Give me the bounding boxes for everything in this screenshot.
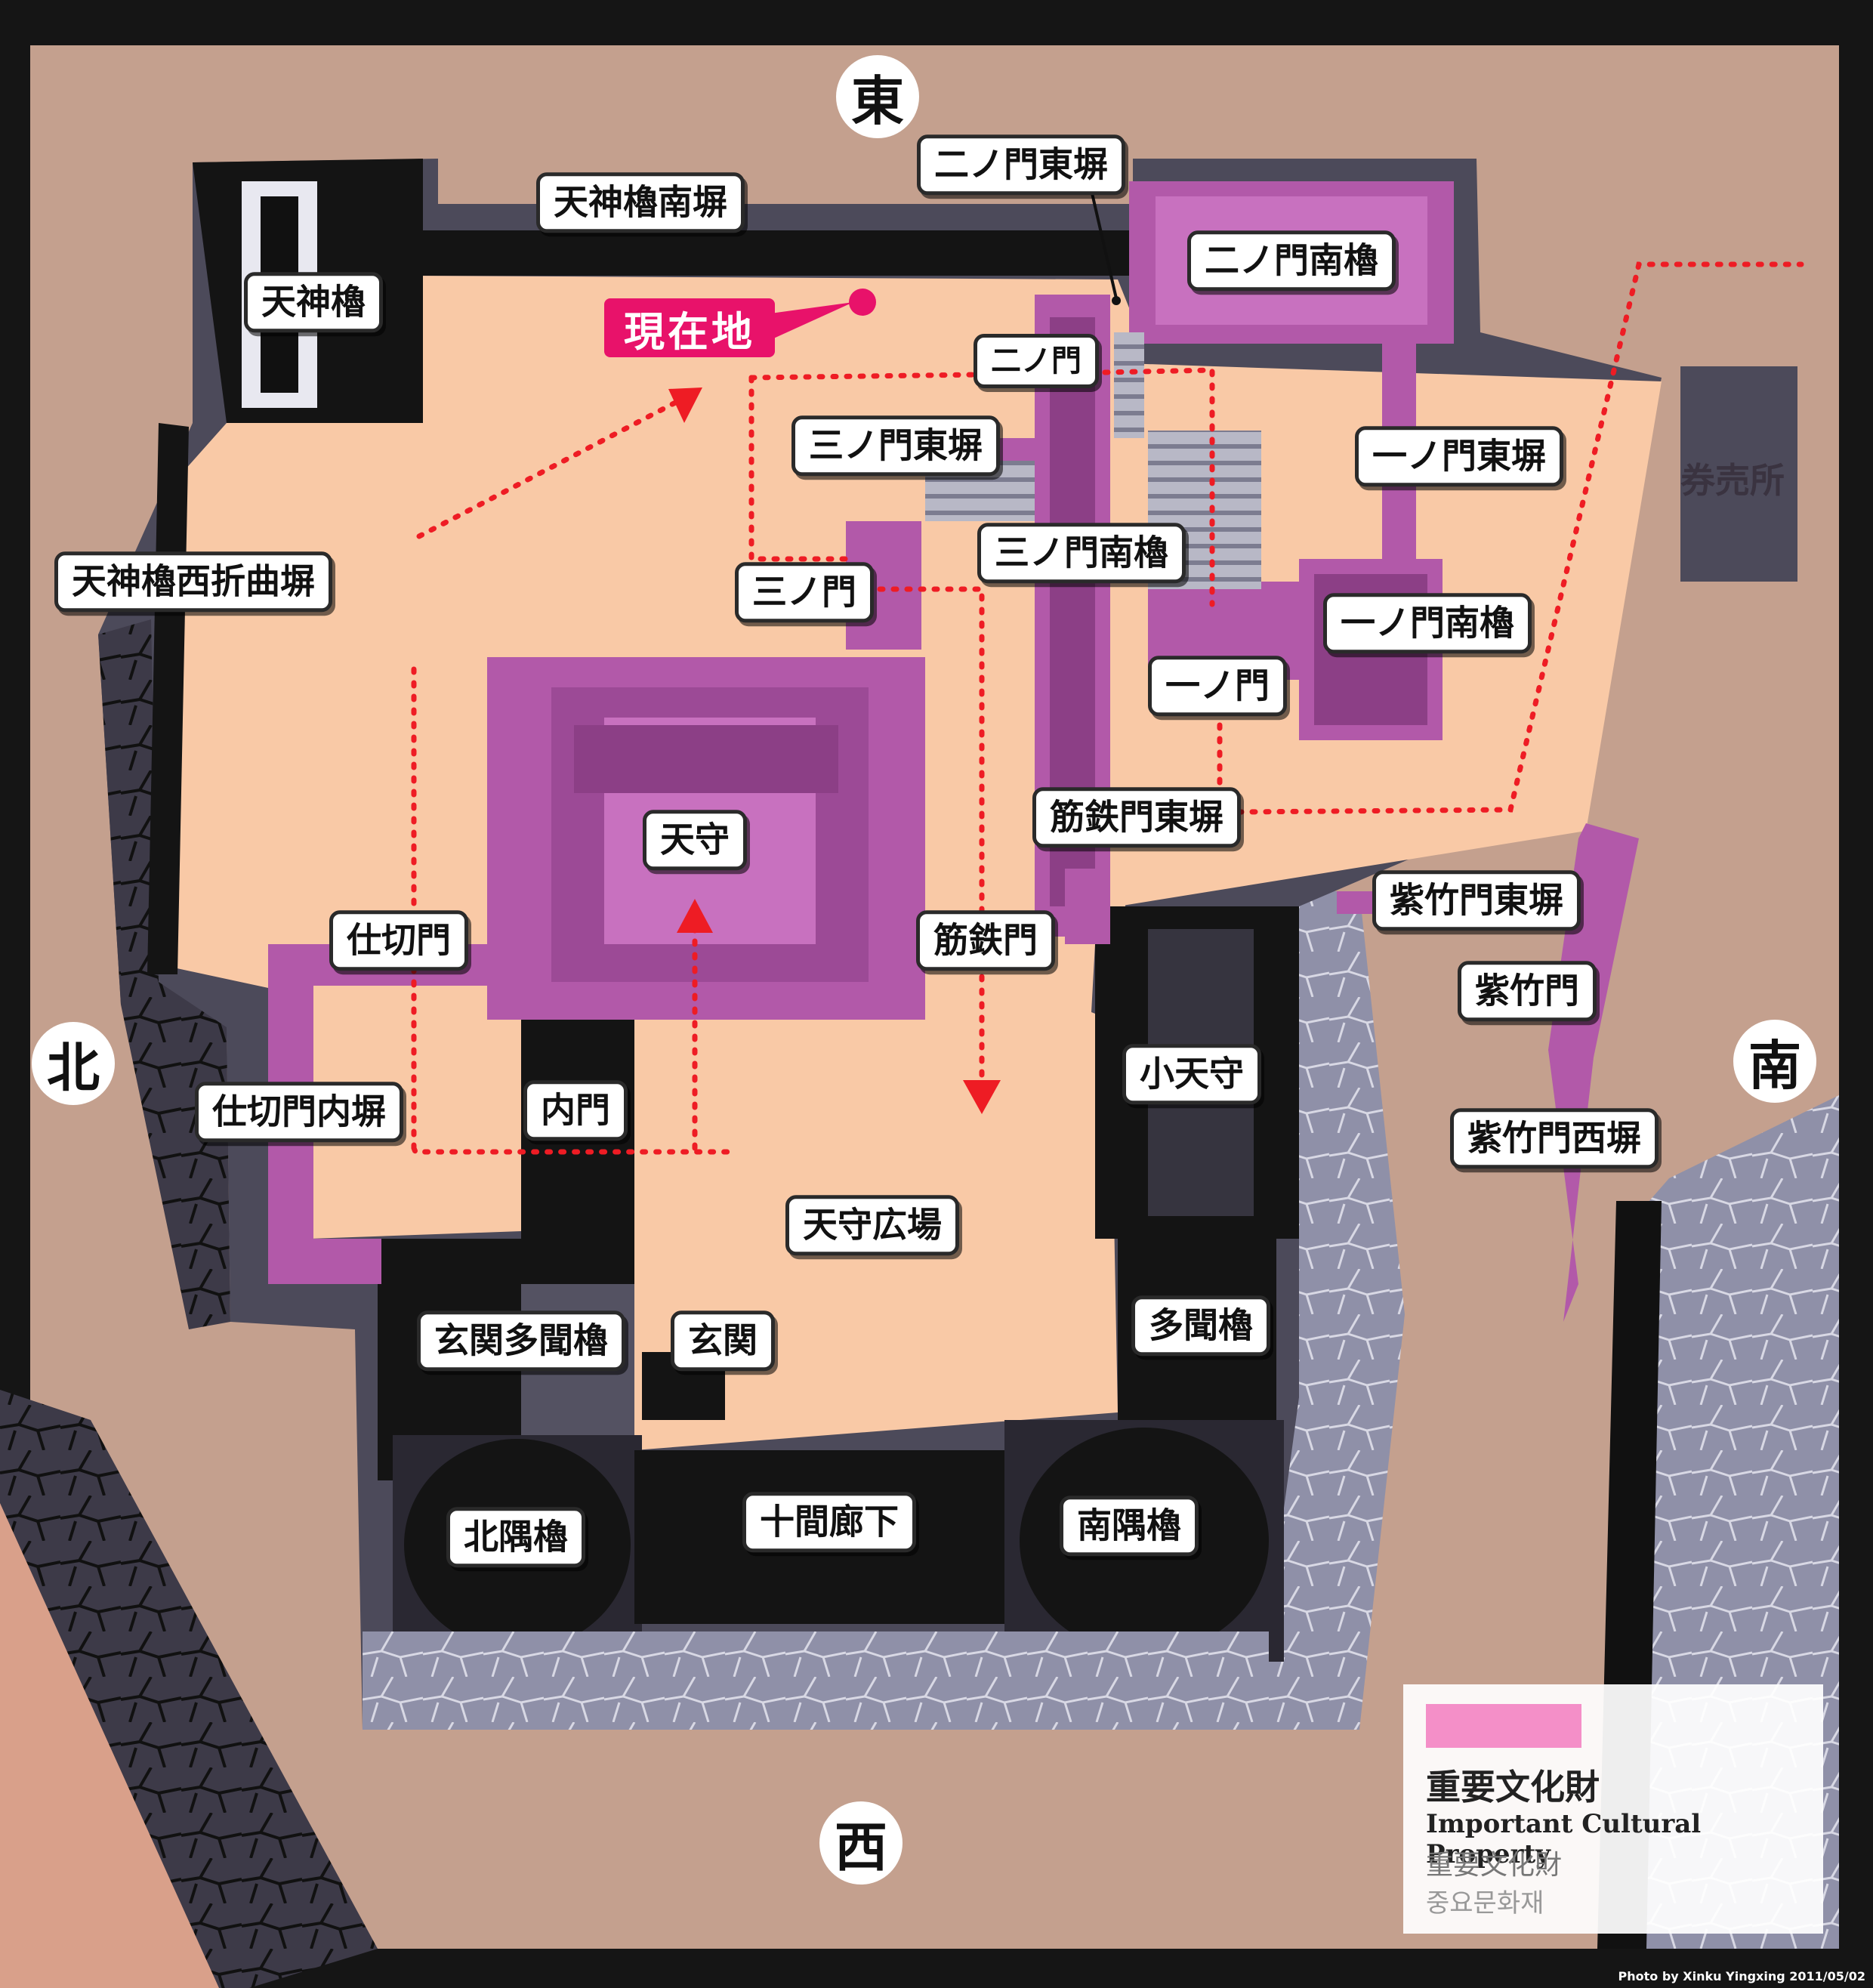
label-shikiri-mon-uchi-hei[interactable]: 仕切門内塀 xyxy=(195,1082,403,1142)
north-wall-top xyxy=(408,230,1133,276)
label-sannomon-higashi-hei[interactable]: 三ノ門東塀 xyxy=(791,415,1000,476)
label-minami-sumi-yagura[interactable]: 南隅櫓 xyxy=(1060,1496,1199,1556)
south-stone-base xyxy=(363,1631,1269,1730)
photo-credit: Photo by Xinku Yingxing 2011/05/02 xyxy=(1618,1969,1865,1983)
label-sujigane-mon[interactable]: 筋鉄門 xyxy=(916,910,1055,971)
here-dot xyxy=(849,289,876,316)
tenshu-dark-band xyxy=(574,725,838,793)
label-shitake-mon-higashi-hei[interactable]: 紫竹門東塀 xyxy=(1372,870,1581,931)
shitake-mon-wall xyxy=(1548,823,1639,1322)
compass-north: 北 xyxy=(32,1022,115,1105)
label-tenjin-yagura[interactable]: 天神櫓 xyxy=(244,272,383,332)
label-shikiri-mon[interactable]: 仕切門 xyxy=(329,910,468,971)
label-tenjin-yagura-minami-hei[interactable]: 天神櫓南塀 xyxy=(536,172,745,233)
shikiri-mon-south-wall xyxy=(268,1239,381,1284)
compass-west: 西 xyxy=(819,1801,903,1885)
sujigane-gate-wall xyxy=(1065,869,1110,944)
label-ninomon[interactable]: 二ノ門 xyxy=(974,334,1099,388)
compass-south: 南 xyxy=(1733,1020,1816,1103)
label-tenshu[interactable]: 天守 xyxy=(643,810,747,870)
inner-gate-wall xyxy=(521,1020,634,1276)
shikiri-courtyard xyxy=(302,967,521,1239)
label-ko-tenshu[interactable]: 小天守 xyxy=(1122,1044,1261,1104)
label-sannomon-minami-yagura[interactable]: 三ノ門南櫓 xyxy=(977,523,1186,583)
legend-label-ja: 重要文化財 xyxy=(1426,1767,1600,1807)
north-stone-face xyxy=(98,619,230,1329)
ticket-office-block xyxy=(1680,366,1797,582)
here-pointer xyxy=(770,302,853,340)
stairs-ninomon-upper xyxy=(1114,332,1144,438)
label-shitake-mon-nishi-hei[interactable]: 紫竹門西塀 xyxy=(1450,1108,1659,1168)
compass-east: 東 xyxy=(836,55,919,138)
legend-label-en: Important Cultural Property xyxy=(1426,1809,1702,1869)
top-dark-band xyxy=(0,0,1873,45)
legend-label-ko: 중요문화재 xyxy=(1426,1888,1544,1919)
label-shitake-mon[interactable]: 紫竹門 xyxy=(1458,961,1597,1021)
legend-label-zh: 重要文化財 xyxy=(1426,1850,1563,1881)
label-genkan[interactable]: 玄関 xyxy=(671,1310,775,1371)
legend-swatch xyxy=(1426,1704,1581,1748)
route-arrow-2 xyxy=(677,899,713,933)
label-sujigane-mon-higashi-hei[interactable]: 筋鉄門東塀 xyxy=(1032,787,1241,847)
route-arrow-3 xyxy=(963,1080,1001,1114)
walking-route xyxy=(411,261,1804,1155)
label-tenjin-yagura-nishi-orekuruwa-hei[interactable]: 天神櫓西折曲塀 xyxy=(54,551,332,612)
label-genkan-tamon-yagura[interactable]: 玄関多聞櫓 xyxy=(417,1310,625,1371)
label-tenshu-hiroba[interactable]: 天守広場 xyxy=(785,1195,959,1255)
label-kita-sumi-yagura[interactable]: 北隅櫓 xyxy=(446,1507,585,1567)
label-sannomon[interactable]: 三ノ門 xyxy=(735,562,874,622)
label-ichinomon-higashi-hei[interactable]: 一ノ門東塀 xyxy=(1355,426,1563,486)
label-ichinomon[interactable]: 一ノ門 xyxy=(1148,656,1287,716)
you-are-here-marker[interactable]: 現在地 xyxy=(604,298,775,357)
label-uchi-mon[interactable]: 内門 xyxy=(523,1080,628,1141)
label-ninomon-higashi-hei[interactable]: 二ノ門東塀 xyxy=(917,134,1125,195)
sw-road xyxy=(0,1503,219,1988)
label-ninomon-minami-yagura[interactable]: 二ノ門南櫓 xyxy=(1187,230,1396,291)
label-tamon-yagura[interactable]: 多聞櫓 xyxy=(1131,1295,1270,1356)
label-ichinomon-minami-yagura[interactable]: 一ノ門南櫓 xyxy=(1323,593,1532,653)
label-jukken-roka[interactable]: 十間廊下 xyxy=(742,1492,916,1552)
legend-panel: 重要文化財 Important Cultural Property 重要文化財 … xyxy=(1403,1684,1823,1934)
route-arrow-1 xyxy=(668,387,702,423)
ticket-office-label: 券売所 xyxy=(1680,460,1785,501)
